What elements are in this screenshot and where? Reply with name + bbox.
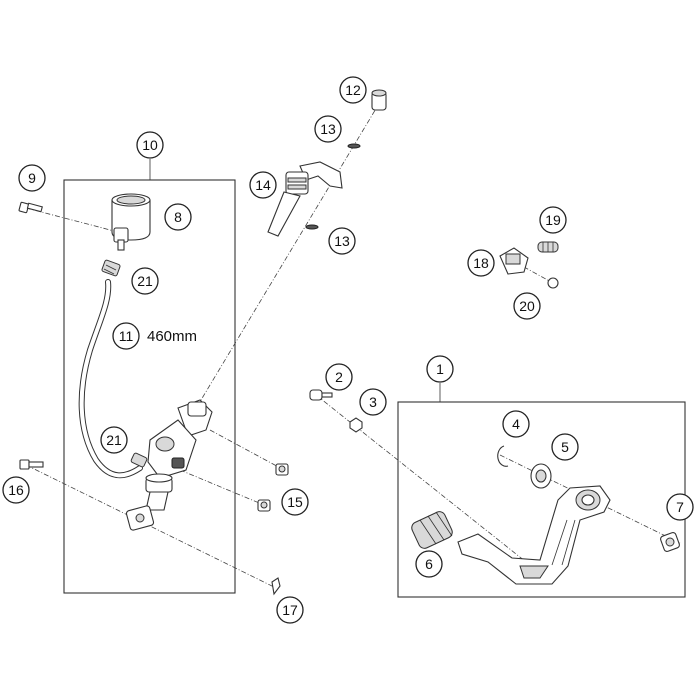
callout-10: 10 <box>136 131 164 159</box>
callout-7: 7 <box>666 493 694 521</box>
callout-9: 9 <box>18 164 46 192</box>
adjuster-screw-part-2 <box>309 389 333 401</box>
svg-text:2: 2 <box>335 369 343 385</box>
spring-part-19 <box>537 241 559 253</box>
callout-6: 6 <box>415 550 443 578</box>
svg-text:18: 18 <box>473 255 489 271</box>
svg-text:4: 4 <box>512 416 520 432</box>
callout-20: 20 <box>513 292 541 320</box>
callout-5: 5 <box>551 433 579 461</box>
hose-length-label: 460mm <box>147 328 197 345</box>
fitting-part-14 <box>267 161 343 237</box>
svg-text:9: 9 <box>28 170 36 186</box>
callout-14: 14 <box>249 171 277 199</box>
master-cylinder-part <box>125 399 213 531</box>
svg-text:6: 6 <box>425 556 433 572</box>
callout-13-top: 13 <box>314 115 342 143</box>
svg-text:20: 20 <box>519 298 535 314</box>
callout-21-top: 21 <box>131 267 159 295</box>
svg-text:16: 16 <box>8 482 24 498</box>
svg-text:14: 14 <box>255 177 271 193</box>
o-ring-part-13-bottom <box>305 224 319 230</box>
svg-text:15: 15 <box>287 494 303 510</box>
hose-part-11 <box>78 279 143 479</box>
lever-part-1 <box>457 485 611 585</box>
callout-4: 4 <box>502 410 530 438</box>
svg-text:3: 3 <box>369 394 377 410</box>
bushing-part-5 <box>530 463 552 489</box>
bolt-part-15-top <box>275 463 289 476</box>
svg-text:17: 17 <box>282 602 298 618</box>
clip-part-18 <box>499 247 529 275</box>
bolt-part-9 <box>18 201 43 214</box>
callout-21-bottom: 21 <box>100 426 128 454</box>
axis-pivot-16 <box>25 464 277 589</box>
nut-part-20 <box>547 277 559 289</box>
callout-17: 17 <box>276 596 304 624</box>
callout-15: 15 <box>281 488 309 516</box>
nut-part-3 <box>349 417 363 433</box>
axis-bolt-9 <box>25 207 119 233</box>
callout-8: 8 <box>164 203 192 231</box>
svg-text:13: 13 <box>334 233 350 249</box>
callout-19: 19 <box>539 206 567 234</box>
svg-text:21: 21 <box>137 273 153 289</box>
svg-text:10: 10 <box>142 137 158 153</box>
callout-3: 3 <box>359 388 387 416</box>
svg-text:21: 21 <box>106 432 122 448</box>
circlip-part-4 <box>497 445 509 467</box>
callout-2: 2 <box>325 363 353 391</box>
callout-16: 16 <box>2 476 30 504</box>
svg-text:11: 11 <box>119 328 134 344</box>
bolt-part-7 <box>660 532 680 552</box>
callout-12: 12 <box>339 76 367 104</box>
svg-text:19: 19 <box>545 212 561 228</box>
plug-part-12 <box>371 89 387 111</box>
axis-main-diagonal <box>197 101 381 406</box>
svg-text:12: 12 <box>345 82 361 98</box>
hose-clamp-part-21-bottom <box>130 452 148 468</box>
axis-bolt-15-bottom <box>179 469 265 506</box>
svg-text:7: 7 <box>676 499 684 515</box>
callout-18: 18 <box>467 249 495 277</box>
axis-bolt-15-top <box>209 429 285 471</box>
cotter-pin-part-17 <box>271 577 281 596</box>
callout-11: 11 <box>112 322 140 350</box>
spring-part-6 <box>411 511 453 549</box>
reservoir-part-8 <box>111 193 151 251</box>
callout-1: 1 <box>426 355 454 383</box>
group-frame-10 <box>63 179 236 594</box>
svg-text:5: 5 <box>561 439 569 455</box>
pin-part-16 <box>19 459 44 470</box>
callout-13-bottom: 13 <box>328 227 356 255</box>
hose-clamp-part-21-top <box>101 259 121 277</box>
svg-text:8: 8 <box>174 209 182 225</box>
bolt-part-15-bottom <box>257 499 271 512</box>
svg-text:13: 13 <box>320 121 336 137</box>
svg-text:1: 1 <box>436 361 444 377</box>
o-ring-part-13-top <box>347 143 361 149</box>
